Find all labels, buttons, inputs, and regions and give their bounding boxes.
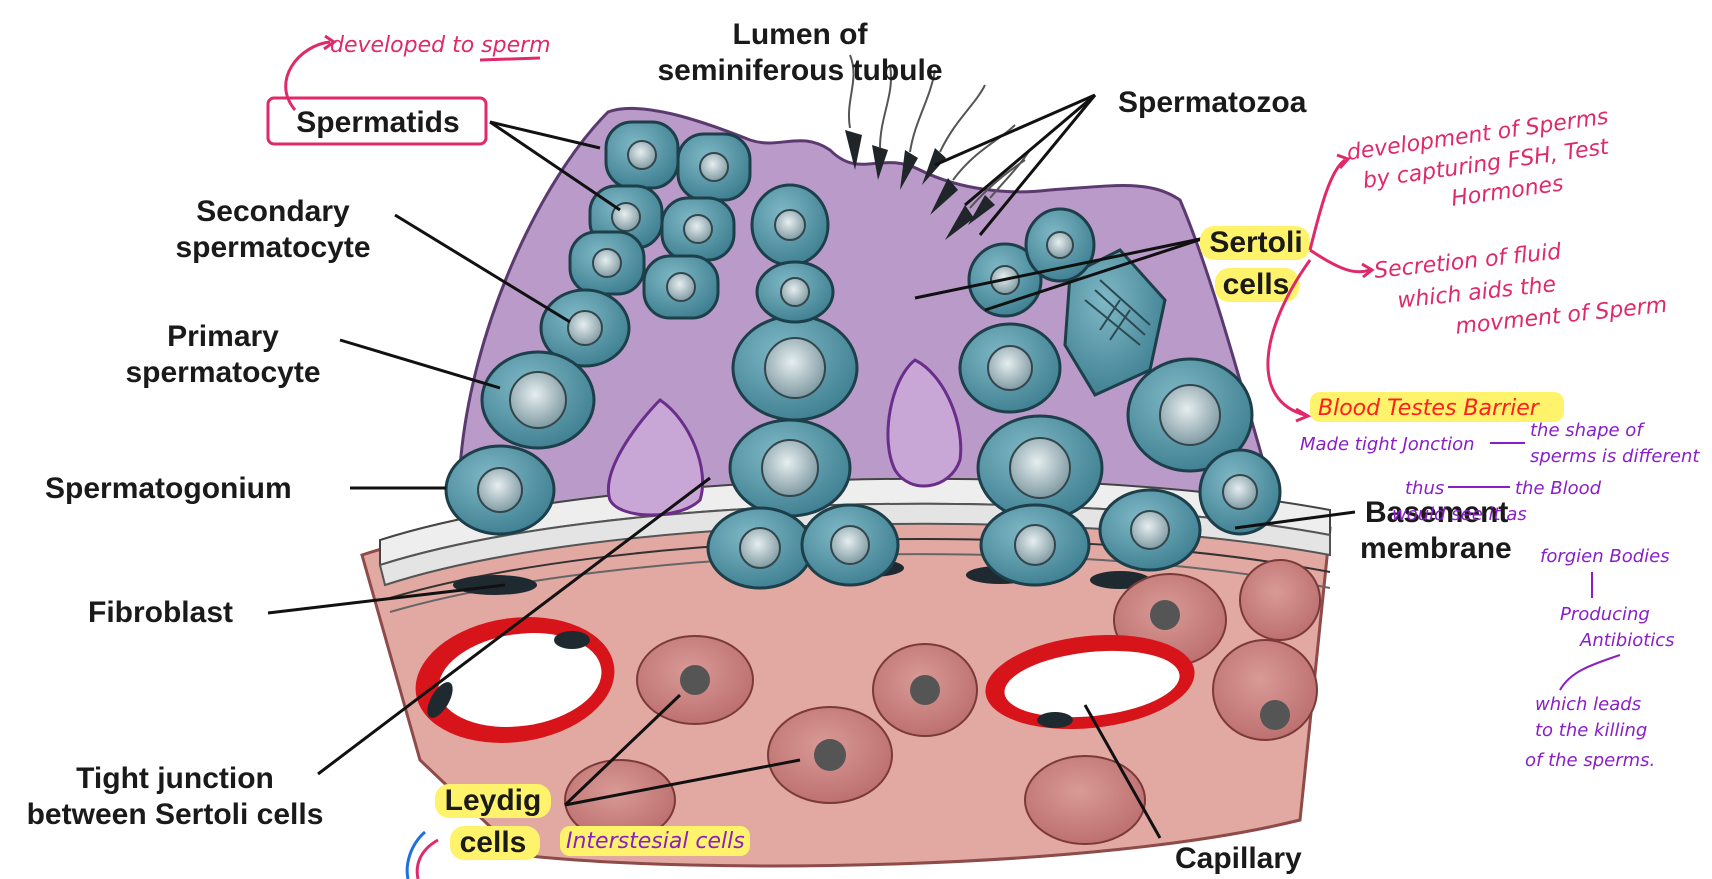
nucleus [781, 278, 809, 306]
nucleus [988, 346, 1032, 390]
leydig-nucleus [680, 665, 710, 695]
svg-text:would see it as: would see it as [1392, 504, 1527, 525]
nucleus [667, 273, 695, 301]
label-secondary-spermatocyte: spermatocyte [175, 231, 370, 264]
leydig-nucleus [814, 739, 846, 771]
label-primary-spermatocyte: Primary [167, 320, 279, 353]
svg-text:forgien Bodies: forgien Bodies [1540, 546, 1670, 567]
label-primary-spermatocyte: spermatocyte [125, 356, 320, 389]
label-spermatogonium: Spermatogonium [45, 472, 292, 505]
svg-text:the shape of: the shape of [1530, 420, 1645, 441]
svg-text:thus: thus [1405, 478, 1444, 499]
nucleus [510, 372, 566, 428]
leydig-cell [1240, 560, 1320, 640]
label-sertoli-cells: cells [1223, 268, 1290, 301]
label-basement-membrane: membrane [1360, 532, 1512, 565]
nucleus [700, 153, 728, 181]
nucleus [568, 311, 602, 345]
svg-text:of the sperms.: of the sperms. [1525, 750, 1655, 771]
nucleus [593, 249, 621, 277]
note-interstitial-cells: Interstesial cells [566, 829, 745, 854]
note-blood-testes-barrier: Blood Testes Barrier [1318, 396, 1541, 421]
svg-text:the Blood: the Blood [1515, 478, 1602, 499]
nucleus [478, 468, 522, 512]
svg-text:sperms is different: sperms is different [1530, 446, 1700, 467]
svg-text:which leads: which leads [1535, 694, 1641, 715]
leydig-nucleus [910, 675, 940, 705]
label-spermatozoa: Spermatozoa [1118, 86, 1307, 119]
leydig-cell [1025, 756, 1145, 844]
leydig-nucleus [1150, 600, 1180, 630]
svg-text:to the killing: to the killing [1535, 720, 1647, 741]
svg-text:Producing: Producing [1560, 604, 1650, 625]
leydig-nucleus [1260, 700, 1290, 730]
note-sertoli-function-2: Secretion of fluid which aids the movmen… [1373, 229, 1668, 348]
nucleus [1010, 438, 1070, 498]
nucleus [765, 338, 825, 398]
label-tight-junction: Tight junction [76, 762, 274, 795]
note-sertoli-function-1: development of Sperms by capturing FSH, … [1345, 104, 1618, 225]
nucleus [1131, 511, 1169, 549]
label-fibroblast: Fibroblast [88, 596, 233, 629]
nucleus [831, 526, 869, 564]
label-leydig-cells: cells [460, 826, 527, 859]
label-tight-junction: between Sertoli cells [27, 798, 324, 831]
label-spermatids: Spermatids [296, 106, 459, 139]
label-capillary: Capillary [1175, 842, 1302, 875]
note-barrier-explanation: Made tight Jonction the shape of sperms … [1300, 420, 1700, 771]
nucleus [1223, 475, 1257, 509]
nucleus [628, 141, 656, 169]
nucleus [762, 440, 818, 496]
nucleus [775, 210, 805, 240]
svg-text:Made tight Jonction: Made tight Jonction [1300, 434, 1475, 455]
label-lumen: seminiferous tubule [657, 54, 942, 87]
nucleus [1047, 232, 1073, 258]
note-developed-to-sperm: developed to sperm [330, 33, 551, 58]
nucleus [1015, 525, 1055, 565]
nucleus [1160, 385, 1220, 445]
nucleus [740, 528, 780, 568]
label-secondary-spermatocyte: Secondary [196, 195, 350, 228]
label-leydig-cells: Leydig [445, 784, 542, 817]
label-lumen: Lumen of [733, 18, 869, 51]
label-sertoli-cells: Sertoli [1209, 226, 1302, 259]
svg-text:Antibiotics: Antibiotics [1579, 630, 1675, 651]
nucleus [684, 215, 712, 243]
